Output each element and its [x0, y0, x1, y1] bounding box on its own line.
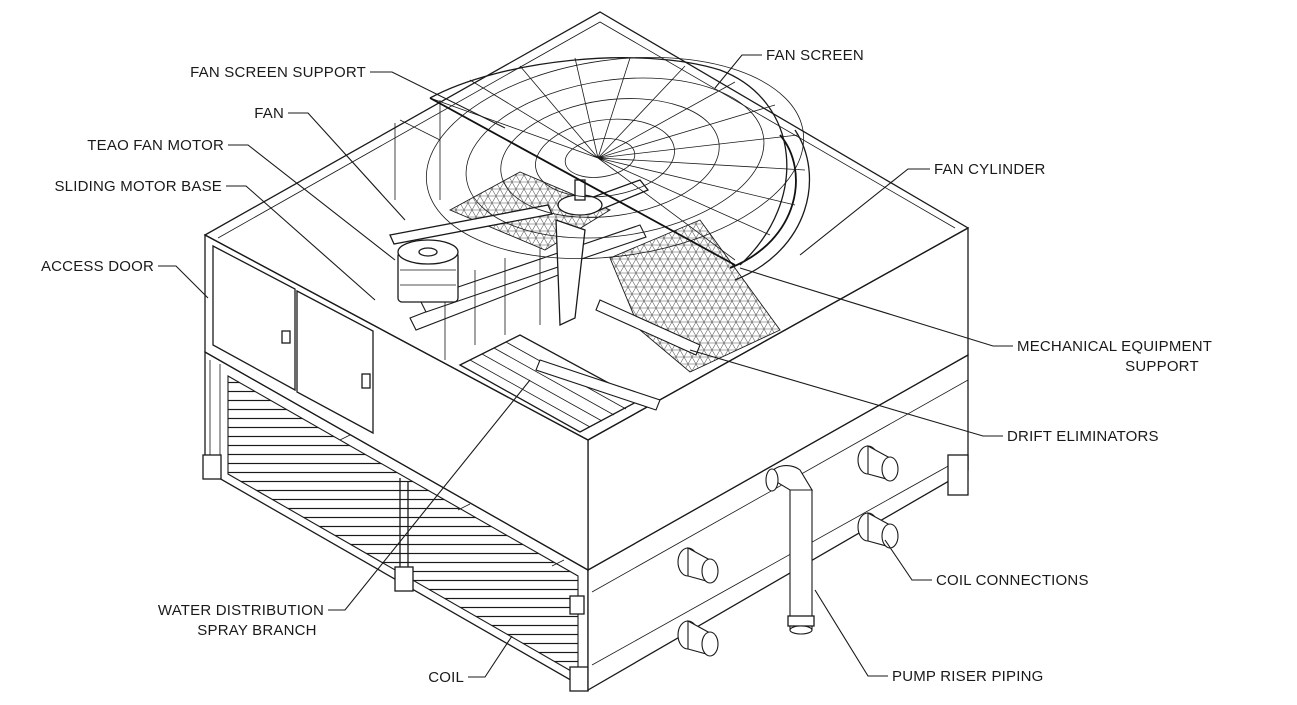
leader-fan-screen-support	[370, 71, 506, 129]
label-fan: FAN	[254, 105, 284, 122]
label-teao-fan-motor: TEAO FAN MOTOR	[87, 137, 224, 154]
coil-connection-upper-left	[677, 547, 719, 584]
leader-coil	[468, 635, 513, 678]
label-sliding-motor-base: SLIDING MOTOR BASE	[54, 178, 222, 195]
callout-labels: FAN SCREEN SUPPORT FAN SCREEN FAN TEAO F…	[41, 47, 1212, 686]
label-drift-eliminators: DRIFT ELIMINATORS	[1007, 428, 1159, 445]
label-mechanical-equipment-support-line2: SUPPORT	[1125, 358, 1199, 375]
coil-connection-lower-left	[677, 620, 719, 657]
leader-lines	[158, 54, 1013, 678]
leader-water-distribution-spray-branch	[328, 379, 531, 611]
upper-casing-left-face	[204, 233, 589, 572]
fan-screen	[425, 57, 806, 266]
label-water-distribution-line2: SPRAY BRANCH	[197, 622, 316, 639]
leader-coil-connections	[884, 539, 932, 581]
label-water-distribution-line1: WATER DISTRIBUTION	[158, 602, 324, 619]
fan-cylinder	[729, 129, 811, 281]
coil-connection-lower-right	[857, 512, 899, 549]
top-deck	[203, 11, 970, 441]
label-coil-connections: COIL CONNECTIONS	[936, 572, 1089, 589]
mechanical-equipment-support	[409, 224, 701, 411]
leader-fan	[288, 112, 406, 221]
leader-sliding-motor-base	[226, 185, 376, 301]
leader-access-door	[158, 265, 209, 299]
label-fan-screen: FAN SCREEN	[766, 47, 864, 64]
label-pump-riser-piping: PUMP RISER PIPING	[892, 668, 1044, 685]
leader-fan-screen	[714, 54, 762, 89]
leader-drift-eliminators	[689, 349, 1003, 437]
tower-structure	[202, 11, 970, 692]
coil-connection-upper-right	[857, 445, 899, 482]
label-mechanical-equipment-support-line1: MECHANICAL EQUIPMENT	[1017, 338, 1212, 355]
leader-teao-fan-motor	[228, 144, 396, 261]
fan	[389, 179, 650, 327]
label-fan-screen-support: FAN SCREEN SUPPORT	[190, 64, 366, 81]
coil-section	[202, 350, 589, 692]
label-access-door: ACCESS DOOR	[41, 258, 154, 275]
teao-fan-motor	[397, 239, 459, 303]
label-fan-cylinder: FAN CYLINDER	[934, 161, 1046, 178]
pump-riser-piping	[765, 465, 815, 635]
leader-pump-riser-piping	[814, 589, 888, 677]
leader-mechanical-equipment-support	[739, 267, 1013, 347]
leader-fan-cylinder	[799, 168, 930, 256]
label-coil: COIL	[428, 669, 464, 686]
